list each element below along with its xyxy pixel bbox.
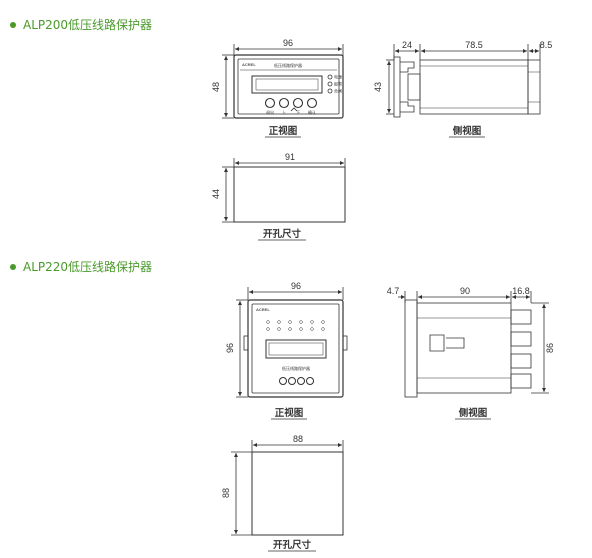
alp220-cutout [231, 440, 344, 536]
alp200-panel-title: 低压线路保护器 [274, 62, 302, 68]
alp220-side-height-label: 86 [545, 343, 555, 353]
alp200-led-label-close: 合闸 [334, 88, 342, 94]
bullet-icon [10, 263, 16, 270]
section-heading-alp220: ALP220低压线路保护器 [10, 258, 152, 275]
alp200-side-height-label: 43 [373, 82, 383, 92]
alp200-front-caption: 正视图 [269, 125, 298, 137]
alp220-side-caption: 侧视图 [459, 407, 488, 419]
alp200-side-depth1-label: 24 [402, 40, 412, 50]
alp200-key-label-exit: 退出 [266, 109, 274, 115]
alp220-cutout-width-label: 88 [293, 434, 303, 444]
alp200-cutout-caption: 开孔尺寸 [263, 228, 302, 240]
alp200-side-depth2-label: 78.5 [465, 40, 483, 50]
alp220-cutout-height-label: 88 [221, 488, 231, 498]
alp200-led-label-alarm: 报警 [334, 81, 342, 87]
alp220-panel-title: 低压线路保护器 [282, 365, 310, 371]
section-heading-alp200: ALP200低压线路保护器 [10, 16, 152, 33]
alp200-side-caption: 侧视图 [453, 125, 482, 137]
alp200-front-width-label: 96 [283, 38, 293, 48]
alp200-side-view [386, 44, 541, 118]
alp220-side-depth2-label: 90 [460, 286, 470, 296]
alp220-front-caption: 正视图 [275, 407, 304, 419]
alp220-cutout-caption: 开孔尺寸 [273, 539, 312, 551]
alp200-side-depth3-label: 8.5 [540, 40, 553, 50]
alp220-side-view [398, 291, 549, 398]
alp200-key-label-down: 下 [296, 110, 300, 115]
alp200-cutout-height-label: 44 [211, 189, 221, 199]
alp220-front-view [236, 287, 348, 398]
section-title: ALP220低压线路保护器 [23, 260, 153, 274]
alp220-front-height-label: 96 [225, 343, 235, 353]
alp220-side-depth1-label: 4.7 [387, 286, 400, 296]
alp200-front-view [222, 44, 344, 119]
bullet-icon [10, 21, 16, 28]
alp200-brand-logo: ACREL [242, 62, 256, 67]
alp200-key-label-up: 上 [282, 109, 286, 115]
alp200-key-label-confirm: 确认 [308, 109, 316, 115]
alp200-cutout-width-label: 91 [285, 152, 295, 162]
alp220-front-width-label: 96 [291, 281, 301, 291]
alp200-led-label-power: 电源 [334, 74, 342, 80]
alp220-brand-logo: ACREL [256, 307, 270, 312]
section-title: ALP200低压线路保护器 [23, 18, 153, 32]
alp200-front-height-label: 48 [211, 82, 221, 92]
alp200-cutout [222, 158, 346, 223]
alp220-side-depth3-label: 16.8 [512, 286, 530, 296]
